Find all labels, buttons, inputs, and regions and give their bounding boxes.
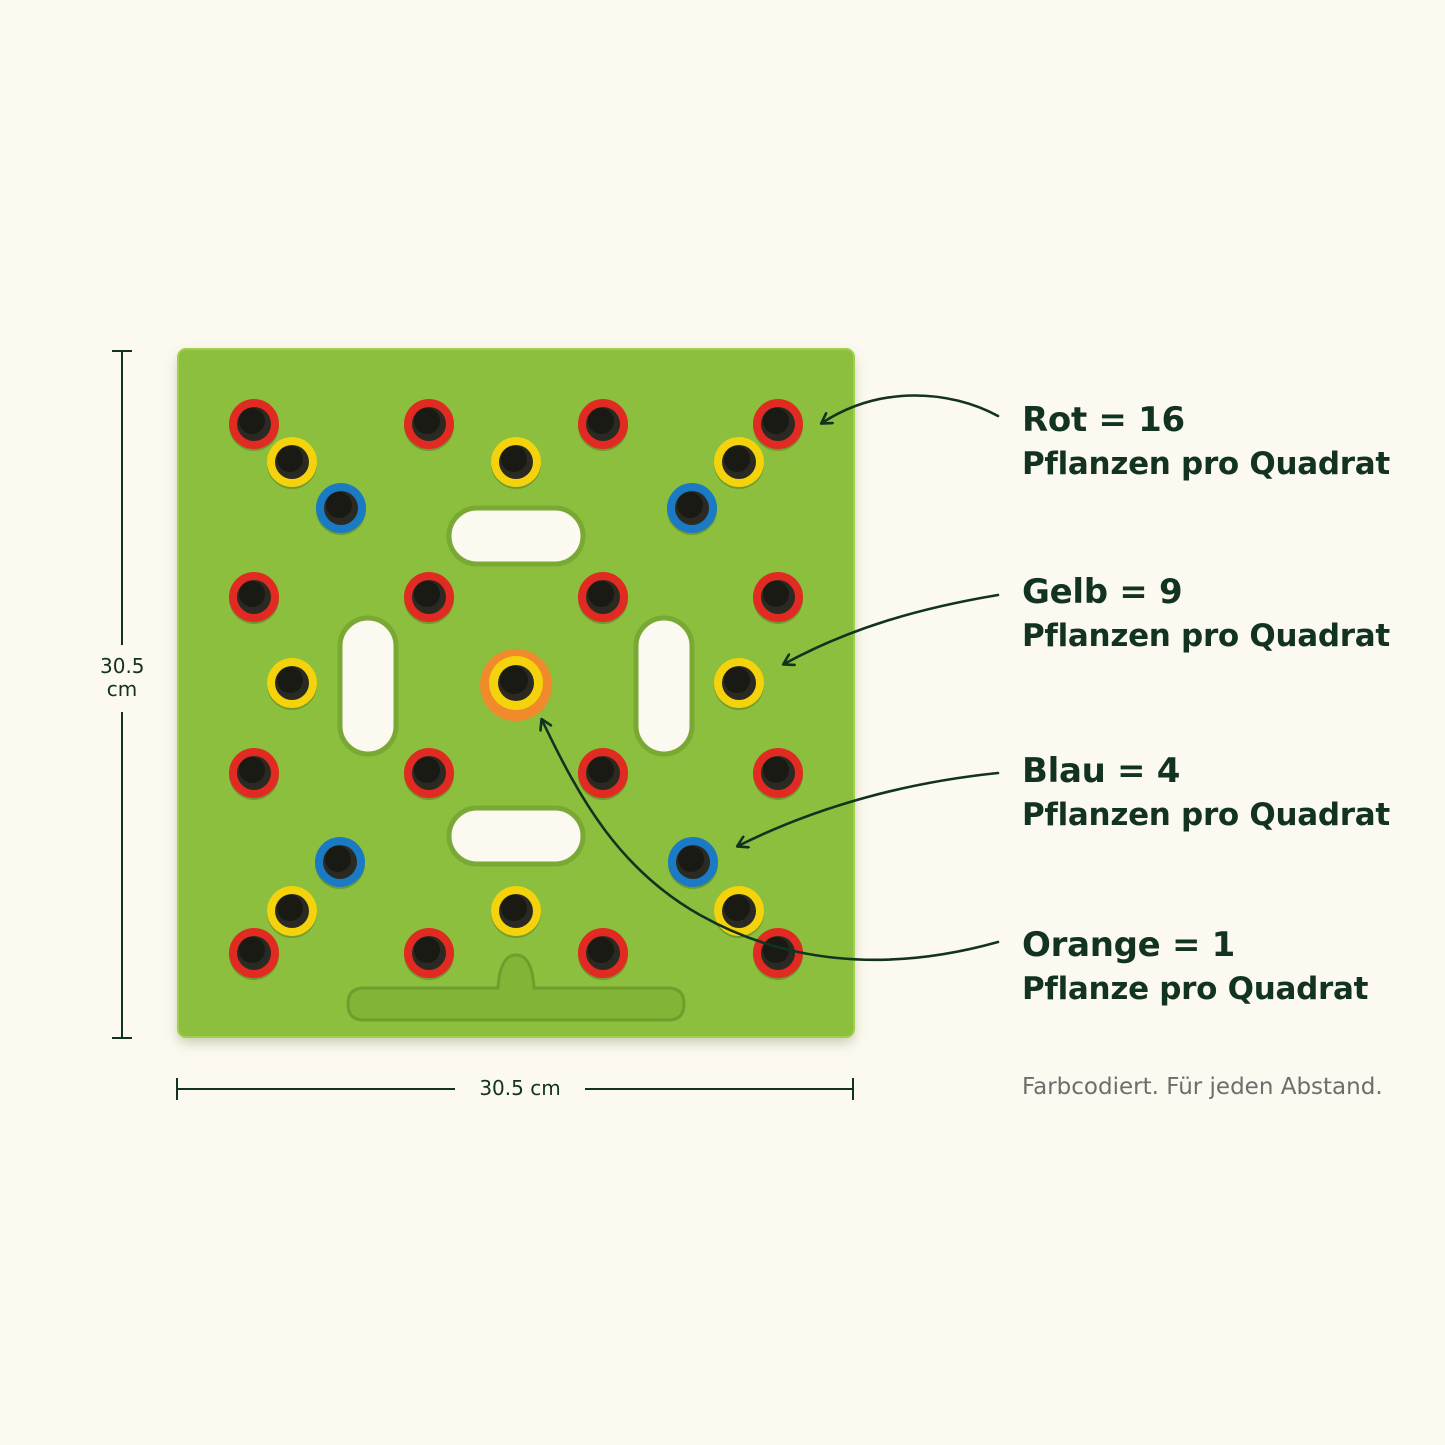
arrow-orange bbox=[542, 720, 1000, 962]
red-hole bbox=[753, 928, 803, 980]
height-label-value: 30.5 bbox=[100, 654, 145, 678]
red-hole bbox=[229, 928, 279, 980]
bottom-groove bbox=[346, 953, 686, 1022]
height-label-unit: cm bbox=[106, 677, 138, 701]
red-hole bbox=[578, 399, 628, 451]
red-hole bbox=[229, 399, 279, 451]
red-hole bbox=[404, 572, 454, 624]
legend-subtitle-gelb: Pflanzen pro Quadrat bbox=[1022, 618, 1390, 654]
height-dimension bbox=[112, 350, 132, 1039]
yellow-hole bbox=[267, 886, 317, 938]
slot-right bbox=[633, 615, 695, 757]
legend-subtitle-rot: Pflanzen pro Quadrat bbox=[1022, 446, 1390, 482]
yellow-hole bbox=[714, 886, 764, 938]
yellow-hole bbox=[491, 886, 541, 938]
arrow-blau bbox=[738, 771, 1000, 846]
legend-arrows bbox=[542, 394, 1000, 962]
board-edge-highlight bbox=[177, 348, 855, 1038]
red-hole bbox=[578, 748, 628, 800]
legend-title-rot: Rot = 16 bbox=[1022, 400, 1185, 440]
yellow-hole bbox=[267, 437, 317, 489]
blue-hole bbox=[667, 483, 717, 535]
red-hole bbox=[229, 748, 279, 800]
blue-hole bbox=[668, 837, 718, 889]
legend-subtitle-orange: Pflanze pro Quadrat bbox=[1022, 971, 1369, 1007]
legend-title-orange: Orange = 1 bbox=[1022, 925, 1236, 965]
legend-title-blau: Blau = 4 bbox=[1022, 751, 1181, 791]
orange-hole bbox=[480, 649, 552, 721]
red-hole bbox=[404, 399, 454, 451]
yellow-hole bbox=[714, 437, 764, 489]
width-label: 30.5 cm bbox=[479, 1076, 561, 1100]
red-hole bbox=[753, 572, 803, 624]
arrow-gelb bbox=[784, 593, 1000, 664]
board-slots bbox=[337, 505, 695, 867]
slot-left bbox=[337, 615, 399, 757]
tagline: Farbcodiert. Für jeden Abstand. bbox=[1022, 1074, 1383, 1100]
yellow-hole bbox=[714, 658, 764, 710]
yellow-hole bbox=[491, 437, 541, 489]
planting-holes bbox=[229, 399, 803, 980]
blue-hole bbox=[316, 483, 366, 535]
red-hole bbox=[229, 572, 279, 624]
slot-top bbox=[446, 505, 586, 567]
red-hole bbox=[578, 928, 628, 980]
red-hole bbox=[404, 928, 454, 980]
width-dimension bbox=[176, 1078, 854, 1100]
legend-title-gelb: Gelb = 9 bbox=[1022, 572, 1183, 612]
legend-subtitle-blau: Pflanzen pro Quadrat bbox=[1022, 797, 1390, 833]
red-hole bbox=[753, 399, 803, 451]
red-hole bbox=[578, 572, 628, 624]
blue-hole bbox=[315, 837, 365, 889]
red-hole bbox=[753, 748, 803, 800]
red-hole bbox=[404, 748, 454, 800]
slot-bottom bbox=[446, 805, 586, 867]
arrow-rot bbox=[822, 394, 1000, 423]
yellow-hole bbox=[267, 658, 317, 710]
